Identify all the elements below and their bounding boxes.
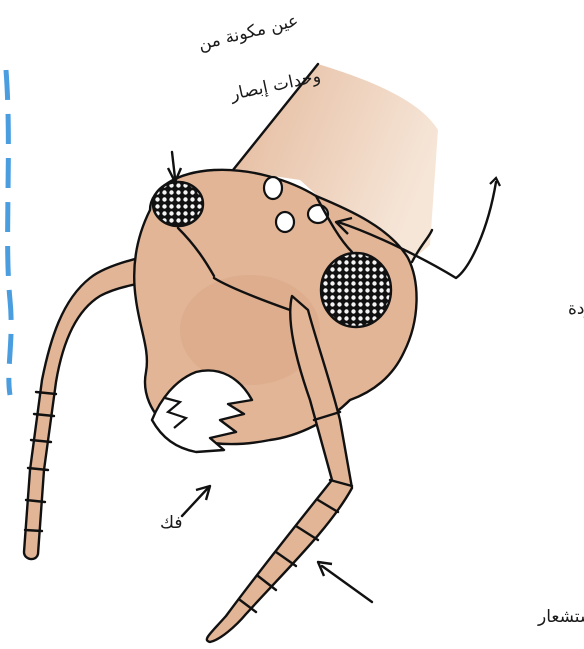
arrow-antenna bbox=[322, 566, 372, 602]
simple-eye-1 bbox=[264, 177, 282, 199]
simple-eye-2 bbox=[276, 212, 294, 232]
label-simple-eye: ين مفردة bbox=[568, 299, 584, 319]
arrow-compound-eye bbox=[172, 152, 175, 178]
compound-eye-right bbox=[321, 253, 391, 327]
label-compound-eye-line1: عين مكونة من bbox=[196, 11, 300, 55]
label-mandible: فك bbox=[160, 513, 182, 533]
label-antenna: قرن استشعار bbox=[537, 607, 584, 627]
left-edge-accent bbox=[6, 70, 11, 395]
compound-eye-left bbox=[153, 182, 203, 226]
arrow-mandible bbox=[182, 488, 208, 516]
